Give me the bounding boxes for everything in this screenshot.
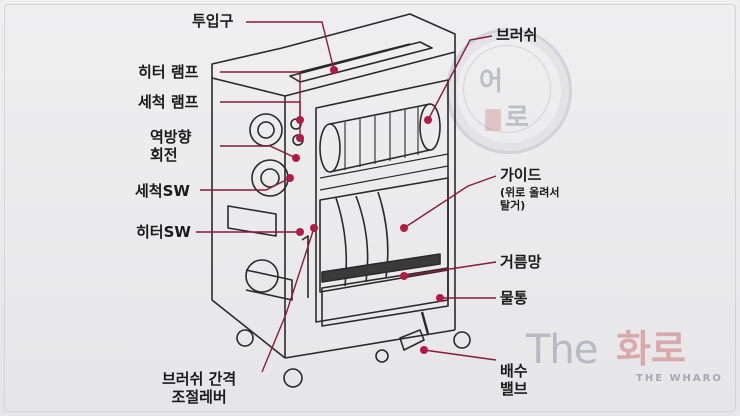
- stamp-char-2: 로: [505, 103, 529, 133]
- brand-korean: 화로: [616, 326, 686, 371]
- stamp-char-1: 어: [479, 67, 503, 97]
- label-inlet: 투입구: [192, 12, 234, 30]
- label-heater-lamp: 히터 램프: [138, 63, 199, 81]
- label-water-tank: 물통: [500, 289, 528, 307]
- stamp-seal: [485, 109, 501, 131]
- brand-watermark: The 화로 THE WHARO: [526, 326, 726, 388]
- machine-top: [211, 13, 456, 97]
- label-heater-sw: 히터SW: [136, 223, 191, 241]
- stamp-ring: [463, 45, 551, 133]
- leader-lines: [196, 21, 497, 373]
- label-wash-lamp: 세척 램프: [138, 93, 199, 111]
- label-guide-note: (위로 올려서 탈거): [500, 186, 560, 212]
- label-drain-valve: 배수 밸브: [500, 362, 528, 398]
- label-strainer: 거름망: [500, 253, 542, 271]
- brand-english: THE WHARO: [636, 373, 723, 384]
- label-guide: 가이드: [500, 166, 542, 184]
- label-brush-gap-lever: 브러쉬 간격 조절레버: [162, 370, 237, 406]
- label-wash-sw: 세척SW: [135, 182, 190, 200]
- brand-the: The: [526, 327, 598, 373]
- inlet-slot: [289, 41, 433, 83]
- label-brush: 브러쉬: [496, 26, 538, 44]
- label-reverse-rotation: 역방향 회전: [150, 128, 192, 164]
- machine-outline: [211, 13, 471, 388]
- leader-dots: [286, 66, 444, 354]
